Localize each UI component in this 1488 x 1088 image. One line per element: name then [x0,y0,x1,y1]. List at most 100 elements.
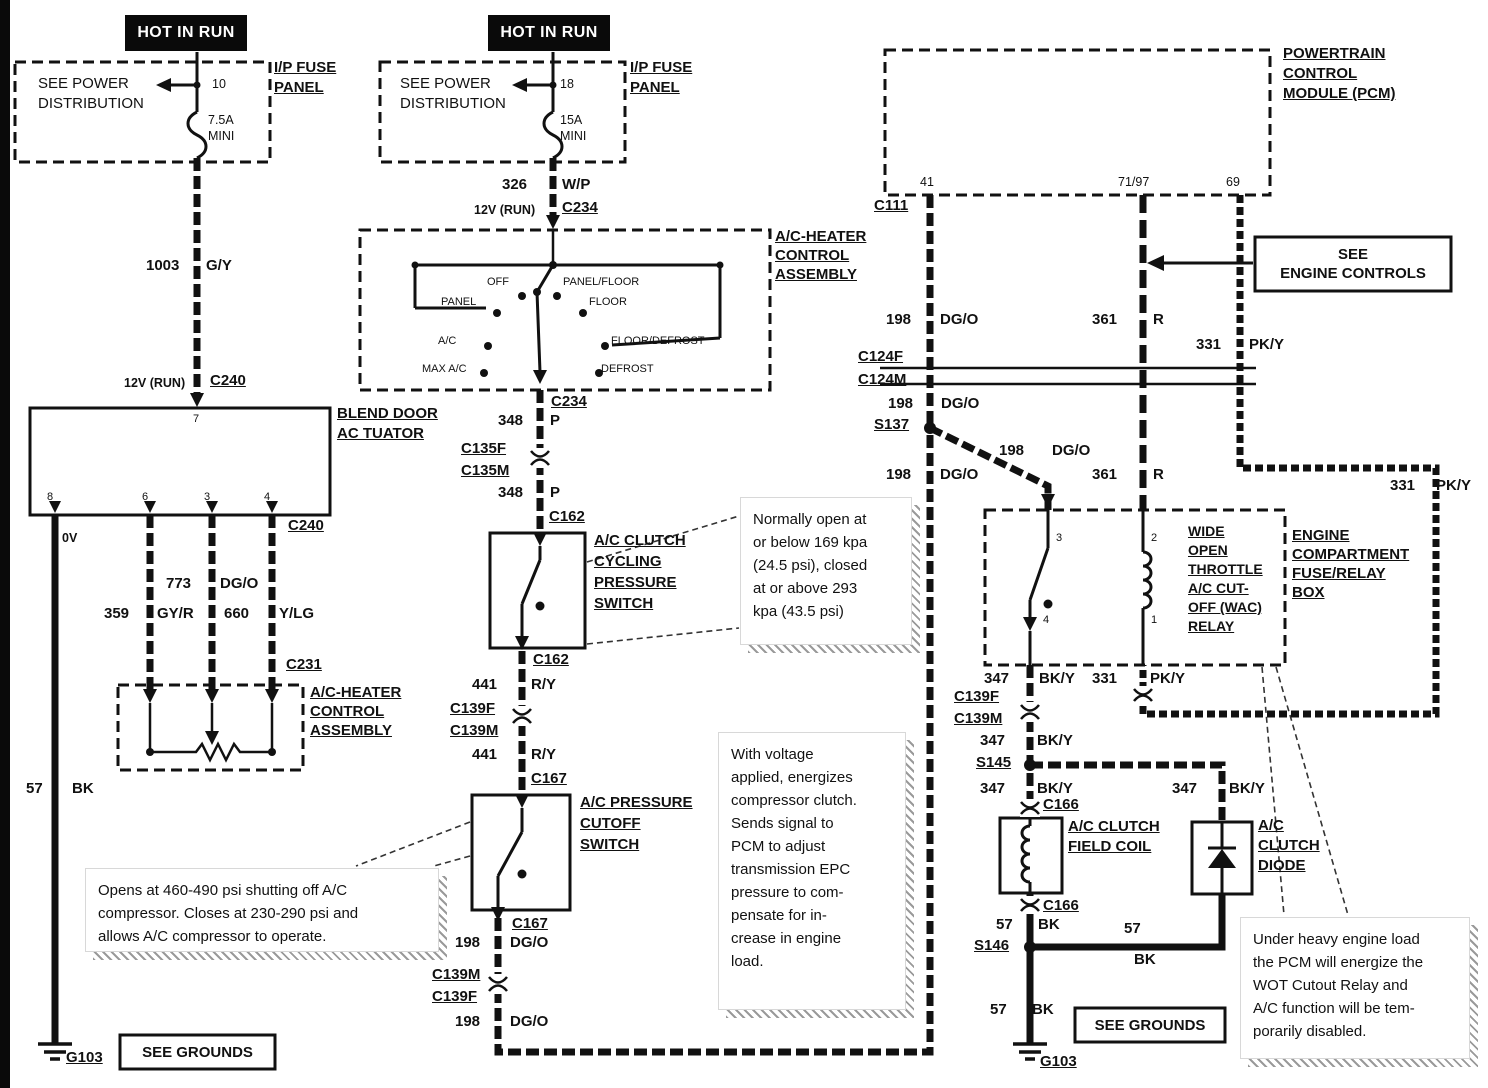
see-engine-controls-box [1253,235,1453,293]
switch-pos-defrost: DEFROST [601,363,654,375]
pressure-cutoff-switch-label: A/C PRESSURE CUTOFF SWITCH [580,794,693,853]
see-engine-controls-arrow [1147,255,1253,271]
wire-57-number-left: 57 [26,780,43,797]
connector-c240-bottom-label: C240 [288,517,324,534]
splice-s146 [1024,941,1036,953]
connector-c231-label: C231 [286,656,322,673]
see-power-distribution-center: SEE POWER DISTRIBUTION [400,75,506,112]
pcm-label: POWERTRAIN CONTROL MODULE (PCM) [1283,45,1396,102]
wac-relay-internals [1023,494,1153,665]
splice-s137-label: S137 [874,416,910,433]
wire-198-2-number: 198 [888,395,914,412]
wac-relay-label: WIDE OPEN THROTTLE A/C CUT- OFF (WAC) RE… [1188,523,1263,634]
pcm-pin-41: 41 [920,175,934,189]
wire-198-3-color: DG/O [1052,442,1091,459]
wire-198-4-color: DG/O [940,466,979,483]
wire-441b-color: R/Y [531,746,557,763]
switch-pos-off: OFF [487,276,509,288]
switch-pos-panel: PANEL [441,296,477,308]
ground-g103-right: G103 [1040,1053,1077,1070]
wire-198-3-number: 198 [999,442,1025,459]
relay-pin-3: 3 [1056,532,1063,544]
connector-c167-bottom-label: C167 [512,915,548,932]
cycling-pressure-switch-box [488,531,587,650]
wire-57-1-number: 57 [996,916,1013,933]
wire-361-2-color: R [1153,466,1164,483]
fuse-icon-left [186,110,208,160]
left-fuse-circuit [156,52,208,407]
diode-icon [1208,849,1236,868]
wire-198-1-number: 198 [886,311,912,328]
connector-c139-right [1020,702,1040,722]
wire-1003-number: 1003 [146,257,180,274]
mode-switch-internals [411,229,724,384]
wire-348a-color: P [550,412,561,429]
see-grounds-label-left: SEE GROUNDS [142,1043,253,1061]
switch-pos-floor: FLOOR [589,296,627,308]
note-voltage: With voltage applied, energizes compress… [718,732,906,1010]
wire-347-2-number: 347 [980,732,1006,749]
wire-347-3-color: BK/Y [1037,780,1073,797]
hot-in-run-badge-center: HOT IN RUN [488,15,610,51]
actuator-pin-8: 8 [47,491,54,503]
ac-heater-assembly-label-left: A/C-HEATER CONTROL ASSEMBLY [310,684,402,739]
wire-361-2-number: 361 [1092,466,1118,483]
connector-c139-center [512,706,532,726]
wire-331-1-color: PK/Y [1249,336,1285,353]
wire-57-3-number: 57 [990,1001,1007,1018]
field-coil-internals [1020,818,1032,893]
wire-198-2-color: DG/O [941,395,980,412]
actuator-pin-6: 6 [142,491,149,503]
wire-773-number: 773 [166,575,192,592]
wire-198a-color: DG/O [510,934,549,951]
wire-348b-color: P [550,484,561,501]
connector-c139-bottom [488,974,508,994]
fuse-size-center: MINI [560,129,587,143]
wire-326-color: W/P [562,176,591,193]
wire-198a-number: 198 [455,934,481,951]
cycling-pressure-switch-label: A/C CLUTCH CYCLING PRESSURE SWITCH [594,532,686,612]
wire-773-color: DG/O [220,575,259,592]
switch-pos-max-ac: MAX A/C [422,363,467,375]
wire-57-bk-diode [1030,894,1226,951]
wire-348a-number: 348 [498,412,524,429]
connector-c166-top [1020,799,1040,817]
0v-label: 0V [62,531,78,545]
arrow-into-actuator [190,393,204,407]
wac-relay-box [983,508,1287,667]
wire-347-1-number: 347 [984,670,1010,687]
wire-361-1-color: R [1153,311,1164,328]
splice-s137 [924,422,936,434]
fuse-panel-box-center [378,60,627,164]
fuse-pin-left: 10 [212,77,226,91]
wire-361-1-number: 361 [1092,311,1118,328]
wire-326-number: 326 [502,176,528,193]
wiper-arrow [205,731,219,745]
see-grounds-label-right: SEE GROUNDS [1094,1016,1206,1034]
switch-pos-floor-defrost: FLOOR/DEFROST [611,335,705,347]
ac-heater-control-assembly-box [358,228,772,392]
blend-door-actuator-internals [49,501,278,513]
blend-door-actuator-box [28,406,332,517]
switch-pos-panel-floor: PANEL/FLOOR [563,276,640,288]
wire-198-4-number: 198 [886,466,912,483]
see-power-distribution-left: SEE POWER DISTRIBUTION [38,75,144,112]
cutoff-switch-internals [491,794,529,921]
fuse-rating-center: 15A [560,113,583,127]
connector-c135 [530,448,550,468]
note-cycling-switch: Normally open at or below 169 kpa (24.5 … [740,497,912,645]
note-pointer-wot [1261,666,1349,916]
ground-icon-right [1013,1042,1047,1061]
field-coil-label: A/C CLUTCH FIELD COIL [1068,818,1160,855]
wire-57-3-color: BK [1032,1001,1054,1018]
actuator-pin-3: 3 [204,491,211,503]
ip-fuse-panel-label-center: I/P FUSE PANEL [630,59,693,96]
wire-347-4-color: BK/Y [1229,780,1265,797]
ground-icon-left [38,1042,72,1061]
engine-compartment-fuse-box-label: ENGINE COMPARTMENT FUSE/RELAY BOX [1292,527,1410,601]
see-grounds-box-left [118,1033,277,1071]
connector-c162-bottom-label: C162 [533,651,569,668]
connector-c135f-label: C135F [461,440,507,457]
blend-door-actuator-label: BLEND DOOR AC TUATOR [337,405,438,442]
